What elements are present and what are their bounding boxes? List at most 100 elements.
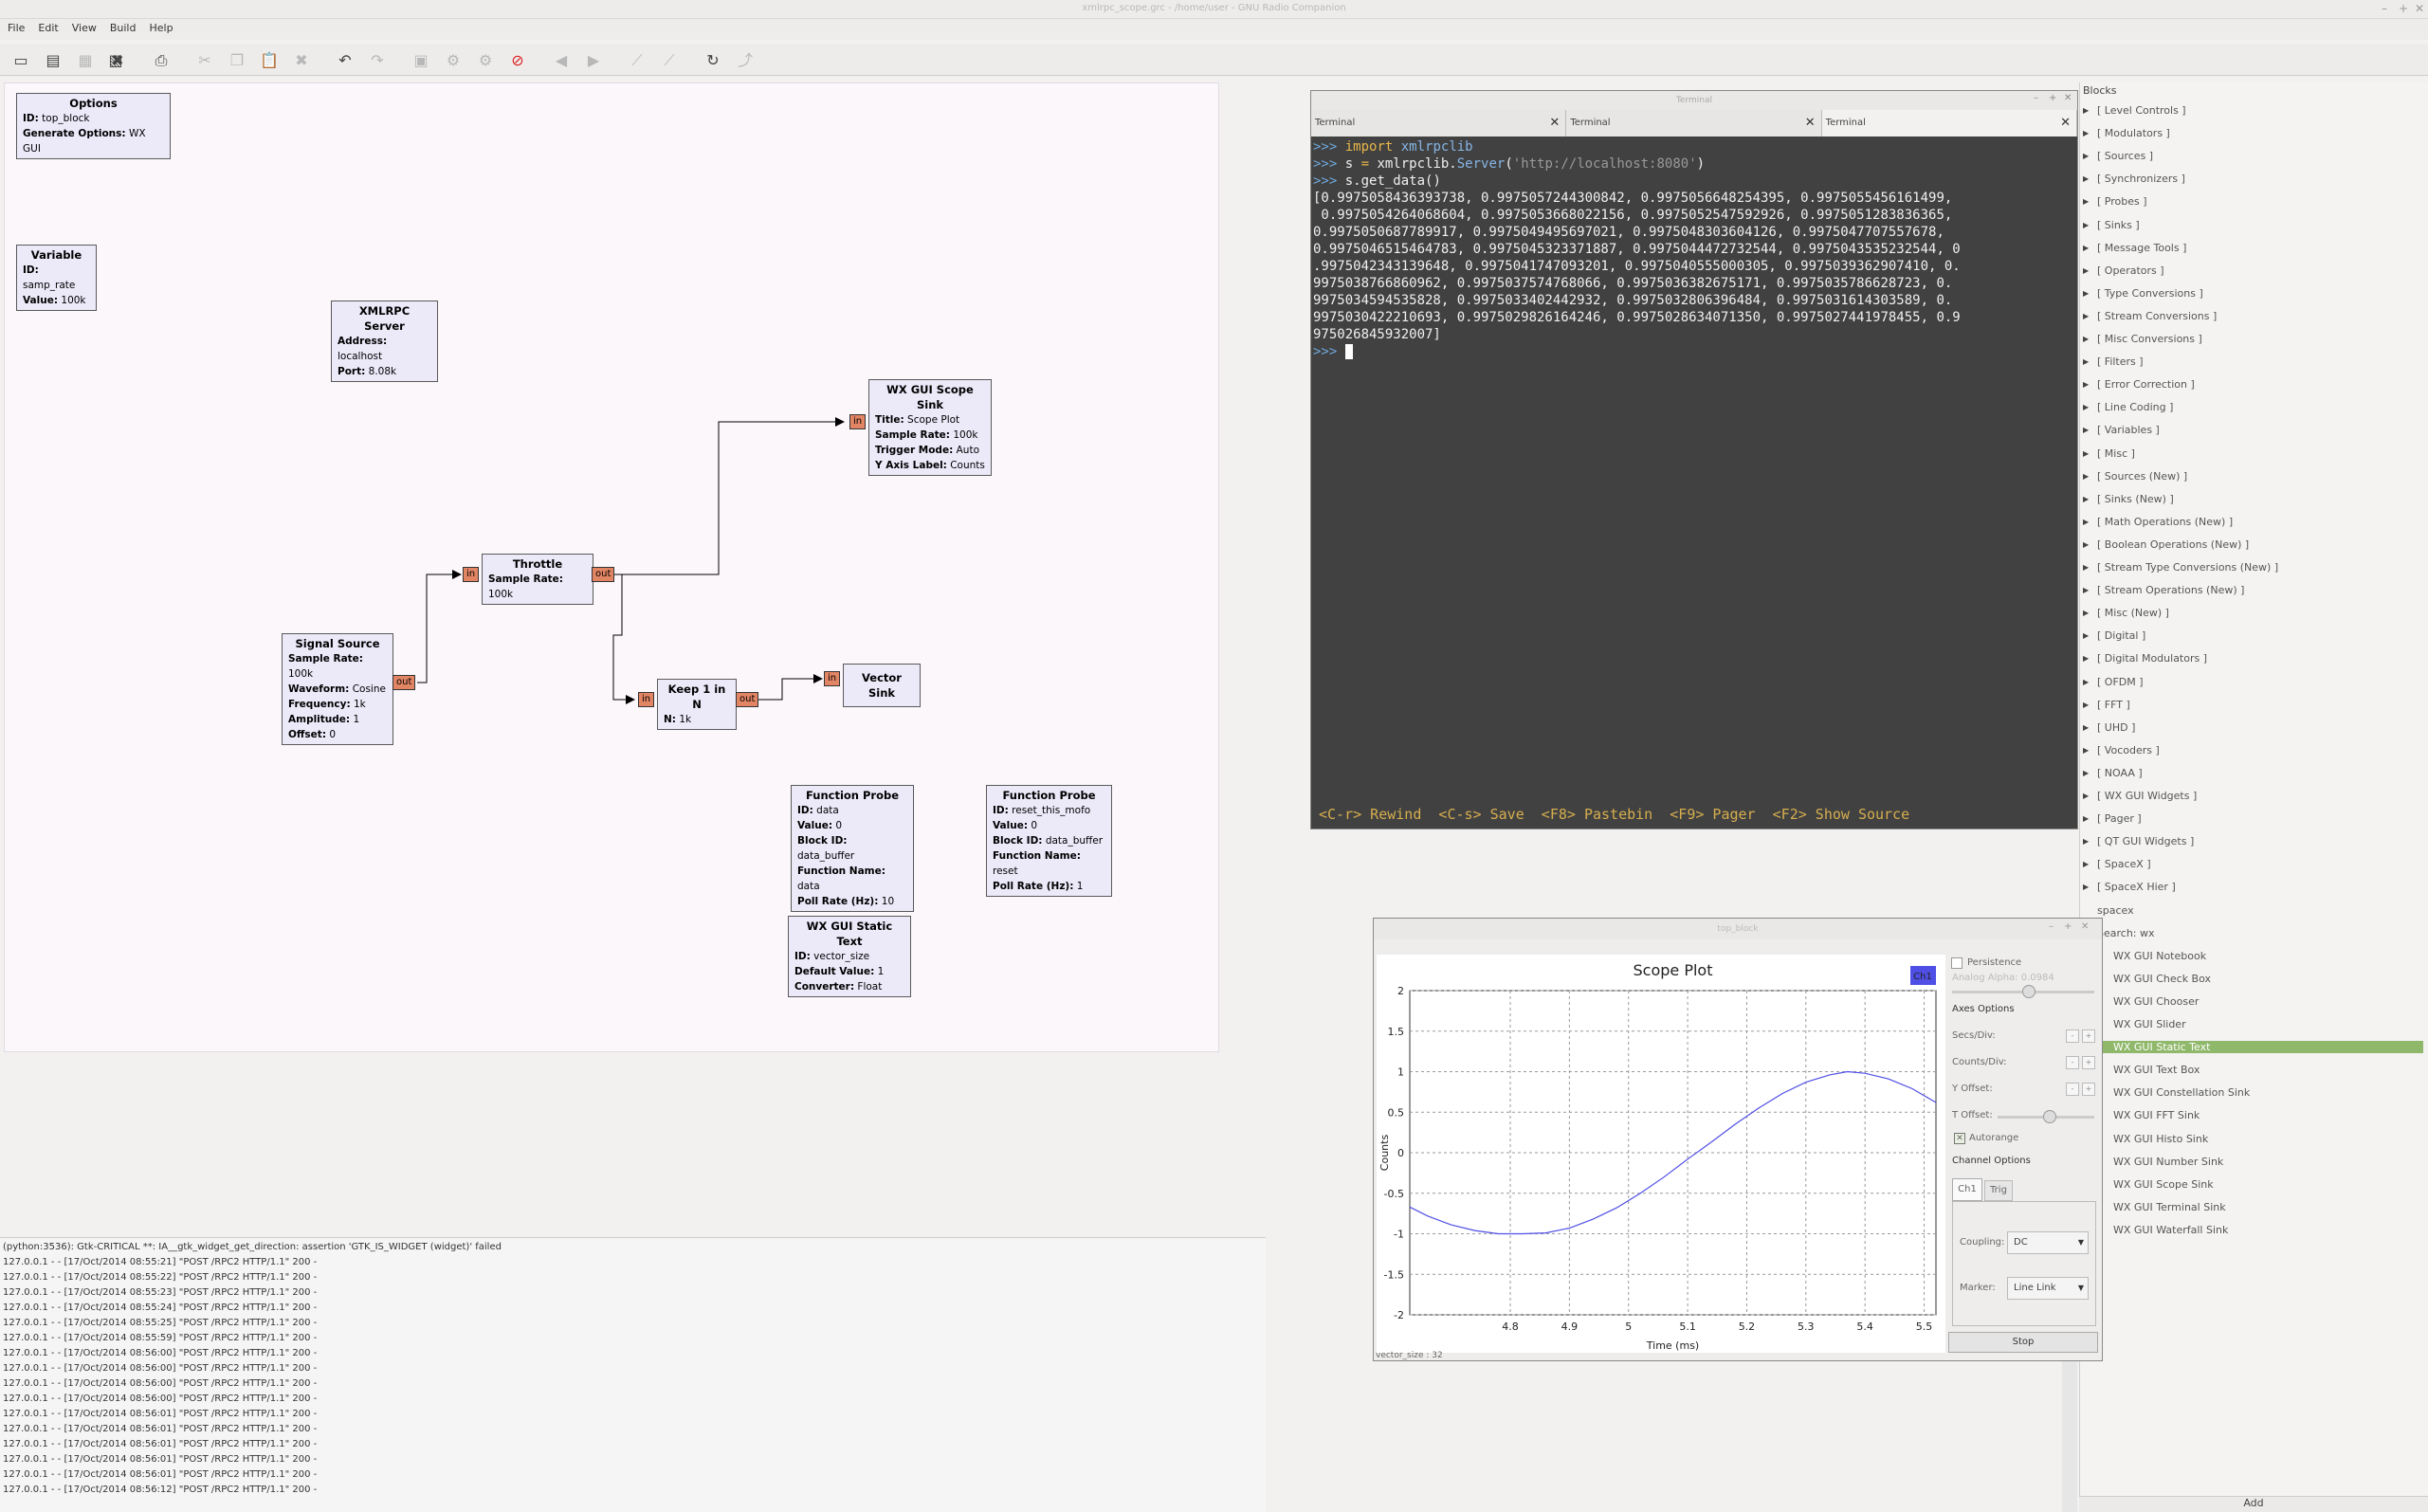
block-search-result[interactable]: WX GUI Terminal Sink (2113, 1200, 2226, 1213)
block-category[interactable]: [ NOAA ] (2083, 767, 2143, 779)
block-function-probe-data[interactable]: Function Probe ID: data Value: 0 Block I… (791, 785, 914, 912)
block-category[interactable]: [ Misc ] (2083, 447, 2135, 460)
t-offset-handle[interactable] (2043, 1110, 2056, 1123)
block-search-result[interactable]: WX GUI Check Box (2113, 972, 2212, 985)
block-category[interactable]: [ Variables ] (2083, 424, 2160, 436)
y-offset-inc-button[interactable]: + (2082, 1083, 2095, 1096)
tab-close-icon[interactable]: ✕ (1549, 116, 1561, 130)
new-icon[interactable]: ▭ (13, 51, 28, 69)
terminal-minimize-icon[interactable]: – (2034, 93, 2038, 103)
block-category[interactable]: [ Digital ] (2083, 629, 2145, 642)
block-search-result[interactable]: WX GUI Number Sink (2113, 1155, 2224, 1168)
block-category[interactable]: [ Stream Type Conversions (New) ] (2083, 561, 2278, 574)
block-category[interactable]: [ Sinks (New) ] (2083, 493, 2174, 505)
throttle-out-port[interactable]: out (592, 567, 615, 582)
block-search-result[interactable]: WX GUI Chooser (2113, 994, 2200, 1008)
block-category[interactable]: [ Misc (New) ] (2083, 607, 2169, 619)
block-category[interactable]: [ Pager ] (2083, 812, 2142, 825)
enable-icon[interactable]: ⟋ (631, 51, 643, 69)
block-category[interactable]: [ Math Operations (New) ] (2083, 516, 2233, 528)
block-category[interactable]: spacex (2097, 903, 2134, 917)
flowgraph-canvas[interactable]: Options ID: top_block Generate Options: … (4, 82, 1219, 1052)
block-category[interactable]: [ FFT ] (2083, 699, 2130, 711)
block-category[interactable]: [ SpaceX ] (2083, 858, 2151, 870)
block-category[interactable]: [ Sources ] (2083, 150, 2153, 162)
scope-maximize-icon[interactable]: + (2064, 921, 2072, 932)
reload-icon[interactable]: ↻ (706, 51, 720, 69)
signal-source-out-port[interactable]: out (392, 675, 416, 690)
menu-edit[interactable]: Edit (38, 22, 59, 34)
rotate-cw-icon[interactable]: ▶ (587, 51, 600, 69)
block-variable[interactable]: Variable ID: samp_rate Value: 100k (16, 245, 97, 311)
block-category[interactable]: [ Probes ] (2083, 195, 2146, 208)
rotate-ccw-icon[interactable]: ◀ (555, 51, 568, 69)
block-category[interactable]: [ Sources (New) ] (2083, 470, 2187, 483)
block-search-result[interactable]: WX GUI Notebook (2113, 949, 2207, 962)
secs-div-dec-button[interactable]: - (2066, 1029, 2079, 1043)
terminal-window[interactable]: Terminal – + ✕ Terminal✕ Terminal✕ Termi… (1310, 90, 2078, 829)
block-search-result[interactable]: WX GUI Waterfall Sink (2113, 1223, 2229, 1236)
save-as-icon[interactable]: ▧ (108, 51, 123, 69)
scope-sink-in-port[interactable]: in (849, 414, 867, 429)
block-vector-sink[interactable]: Vector Sink (843, 664, 921, 707)
print-icon[interactable]: ⎙ (155, 51, 168, 69)
marker-select[interactable]: Line Link (2007, 1277, 2089, 1300)
coupling-select[interactable]: DC (2007, 1231, 2089, 1254)
menu-build[interactable]: Build (109, 22, 137, 34)
vector-sink-in-port[interactable]: in (824, 671, 841, 686)
menu-file[interactable]: File (8, 22, 26, 34)
block-signal-source[interactable]: Signal Source Sample Rate: 100k Waveform… (282, 633, 393, 745)
terminal-tab-1[interactable]: Terminal✕ (1311, 110, 1567, 137)
counts-div-dec-button[interactable]: - (2066, 1056, 2079, 1069)
close-icon[interactable]: ✕ (2415, 2, 2425, 15)
paste-icon[interactable]: 📋 (260, 51, 279, 69)
block-scope-sink[interactable]: WX GUI Scope Sink Title: Scope Plot Samp… (868, 379, 992, 476)
terminal-maximize-icon[interactable]: + (2049, 93, 2057, 103)
counts-div-inc-button[interactable]: + (2082, 1056, 2095, 1069)
block-search-result[interactable]: WX GUI Static Text (2101, 1041, 2423, 1054)
block-keep-1-in-n[interactable]: Keep 1 in N N: 1k (657, 679, 737, 730)
y-offset-dec-button[interactable]: - (2066, 1083, 2079, 1096)
block-category[interactable]: [ Error Correction ] (2083, 378, 2195, 391)
block-category[interactable]: [ QT GUI Widgets ] (2083, 835, 2194, 847)
save-icon[interactable]: ▦ (78, 51, 93, 69)
block-category[interactable]: [ UHD ] (2083, 721, 2136, 734)
tab-close-icon[interactable]: ✕ (1804, 116, 1816, 130)
block-category[interactable]: [ Message Tools ] (2083, 242, 2186, 254)
delete-icon[interactable]: ✖ (295, 51, 308, 69)
block-static-text[interactable]: WX GUI Static Text ID: vector_size Defau… (788, 916, 911, 997)
block-search-result[interactable]: WX GUI Text Box (2113, 1064, 2200, 1077)
menu-view[interactable]: View (71, 22, 97, 34)
block-function-probe-reset[interactable]: Function Probe ID: reset_this_mofo Value… (986, 785, 1112, 897)
block-options[interactable]: Options ID: top_block Generate Options: … (16, 93, 171, 159)
maximize-icon[interactable]: + (2399, 2, 2409, 15)
block-search-result[interactable]: WX GUI Scope Sink (2113, 1177, 2214, 1191)
block-category[interactable]: Search: wx (2097, 926, 2155, 939)
terminal-tab-3[interactable]: Terminal✕ (1821, 110, 2077, 137)
block-throttle[interactable]: Throttle Sample Rate: 100k (482, 554, 593, 605)
block-search-result[interactable]: WX GUI Slider (2113, 1018, 2186, 1030)
block-category[interactable]: [ Stream Conversions ] (2083, 310, 2217, 322)
block-category[interactable]: [ Line Coding ] (2083, 401, 2173, 413)
block-category[interactable]: [ Misc Conversions ] (2083, 333, 2202, 345)
block-xmlrpc-server[interactable]: XMLRPC Server Address: localhost Port: 8… (331, 301, 438, 382)
find-icon[interactable]: ⤴ (737, 51, 753, 69)
block-category[interactable]: [ Modulators ] (2083, 127, 2170, 139)
generate-icon[interactable]: ▣ (413, 51, 429, 69)
block-category[interactable]: [ Operators ] (2083, 264, 2163, 277)
keep-in-port[interactable]: in (638, 692, 655, 707)
block-category[interactable]: [ Stream Operations (New) ] (2083, 584, 2244, 596)
undo-icon[interactable]: ↶ (338, 51, 352, 69)
execute-icon[interactable]: ⚙ (446, 51, 461, 69)
kill-icon[interactable]: ⊘ (511, 51, 524, 69)
terminal-tab-2[interactable]: Terminal✕ (1566, 110, 1822, 137)
block-search-result[interactable]: WX GUI FFT Sink (2113, 1109, 2200, 1122)
block-category[interactable]: [ WX GUI Widgets ] (2083, 790, 2197, 802)
tab-close-icon[interactable]: ✕ (2060, 116, 2071, 130)
disable-icon[interactable]: ⟋ (664, 51, 675, 69)
cut-icon[interactable]: ✂ (198, 51, 211, 69)
block-category[interactable]: [ Filters ] (2083, 355, 2143, 368)
scope-close-icon[interactable]: ✕ (2081, 921, 2090, 932)
block-category[interactable]: [ Digital Modulators ] (2083, 652, 2207, 665)
